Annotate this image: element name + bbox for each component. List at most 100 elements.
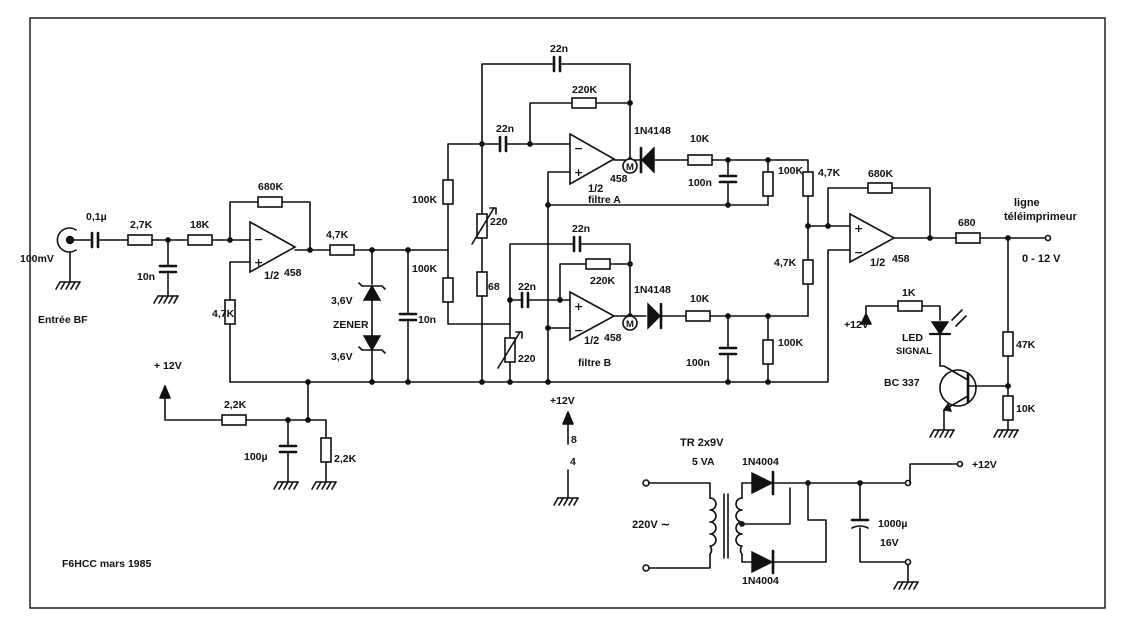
svg-text:M: M [626, 319, 634, 330]
led-signal-icon [930, 321, 950, 336]
label-c-100u: 100µ [244, 451, 268, 463]
ground-icon [553, 497, 579, 506]
zener-diode-1 [362, 284, 382, 301]
opamp1-half: 1/2 [264, 270, 279, 282]
label-c-22n-b-top: 22n [572, 223, 590, 235]
label-r-100k-b: 100K [778, 337, 804, 349]
diode-1n4004-2 [751, 550, 774, 574]
mains-terminal-2 [642, 564, 650, 572]
cap-100u [278, 444, 298, 454]
diode-1n4148-a [641, 146, 655, 174]
opampB-model: 458 [604, 332, 622, 344]
resistor-2-2k [221, 414, 247, 426]
label-pot-220-a: 220 [490, 216, 508, 228]
transistor-bc337-icon [939, 369, 977, 407]
zener-diode-2 [362, 335, 382, 352]
label-r-680: 680 [958, 217, 976, 229]
opampC-plus: + [854, 222, 863, 235]
resistor-68 [476, 271, 488, 297]
label-r-47k-2: 4,7K [326, 229, 349, 241]
filter-b-label: filtre B [578, 357, 612, 369]
meter-b-icon: M [622, 315, 638, 331]
ground-icon [929, 429, 955, 438]
bias-divider [159, 381, 337, 490]
opamp-comparator [849, 212, 896, 264]
label-cap-16v: 16V [880, 537, 899, 549]
label-c-22n-b: 22n [518, 281, 536, 293]
resistor-10k-b [685, 310, 711, 322]
cap-22n-a [498, 135, 508, 153]
resistor-47k-out [1002, 331, 1014, 357]
resistor-2-2k-ground [320, 437, 332, 463]
power-supply [642, 460, 964, 590]
label-d-b: 1N4148 [634, 284, 671, 296]
label-c-10n-2: 10n [418, 314, 436, 326]
mains-terminal-1 [642, 479, 650, 487]
label-d2: 1N4004 [742, 575, 779, 587]
output-terminal [1044, 234, 1052, 242]
label-zener: ZENER [333, 319, 369, 331]
supply-label-left: + 12V [154, 360, 182, 372]
transformer-secondary-icon [735, 497, 743, 555]
label-d-a: 1N4148 [634, 125, 671, 137]
label-r-10k-b: 10K [690, 293, 710, 305]
label-r-22k-b: 2,2K [334, 453, 357, 465]
opampC-minus: − [854, 246, 863, 259]
resistor-4-7k-sum-a [802, 171, 814, 197]
cap-0-1u [90, 231, 100, 249]
cap-22n-b [520, 291, 530, 309]
ground-icon [311, 481, 337, 490]
filter-a [442, 55, 814, 385]
pin-8-label: 8 [571, 434, 577, 446]
resistor-10k-a [687, 154, 713, 166]
output-label-line2: téléimprimeur [1004, 211, 1077, 223]
resistor-4-7k-series [329, 244, 355, 256]
opamp1-plus: + [254, 256, 263, 269]
transformer-label: TR 2x9V [680, 437, 724, 449]
opampA-minus: − [574, 142, 583, 155]
label-r-100k-a: 100K [778, 165, 804, 177]
label-r-22k: 2,2K [224, 399, 247, 411]
filter-b [442, 235, 814, 385]
opampA-model: 458 [610, 173, 628, 185]
opampB-half: 1/2 [584, 335, 599, 347]
output-range: 0 - 12 V [1022, 253, 1061, 265]
led-label: LED [902, 332, 923, 344]
resistor-100k-2 [442, 277, 454, 303]
label-r-680k-1: 680K [258, 181, 284, 193]
transistor-label: BC 337 [884, 377, 920, 389]
ground-icon [993, 429, 1019, 438]
supply-label-psu: +12V [972, 459, 997, 471]
resistor-680 [955, 232, 981, 244]
opamp1-model: 458 [284, 267, 302, 279]
input-label: Entrée BF [38, 314, 88, 326]
cap-100n-a [718, 174, 738, 184]
bias-bus [229, 321, 829, 383]
cap-22n-top [552, 55, 562, 73]
label-c-100n-b: 100n [686, 357, 710, 369]
credit-label: F6HCC mars 1985 [62, 558, 151, 570]
label-c-100n-a: 100n [688, 177, 712, 189]
opamp1-minus: − [254, 233, 263, 246]
label-pot-220-b: 220 [518, 353, 536, 365]
opampA-half: 1/2 [588, 183, 603, 195]
output-label-line1: ligne [1014, 197, 1040, 209]
label-d1: 1N4004 [742, 456, 779, 468]
opampB-minus: − [574, 324, 583, 337]
ground-icon [893, 581, 919, 590]
transformer-primary-icon [709, 497, 717, 555]
cap-100n-b [718, 346, 738, 356]
supply-label-mid: +12V [550, 395, 575, 407]
label-c-22n-top: 22n [550, 43, 568, 55]
label-r-1k: 1K [902, 287, 916, 299]
opamp-filter-b [569, 290, 616, 342]
cap-22n-b-top [572, 235, 582, 253]
label-r-27k: 2,7K [130, 219, 153, 231]
label-r-47k-1: 4,7K [212, 308, 235, 320]
cap-10n-input [158, 264, 178, 274]
filter-a-label: filtre A [588, 194, 621, 206]
label-c-10n-in: 10n [137, 271, 155, 283]
label-r-10k-a: 10K [690, 133, 710, 145]
label-c-22n-a: 22n [496, 123, 514, 135]
resistor-100k-b [762, 339, 774, 365]
